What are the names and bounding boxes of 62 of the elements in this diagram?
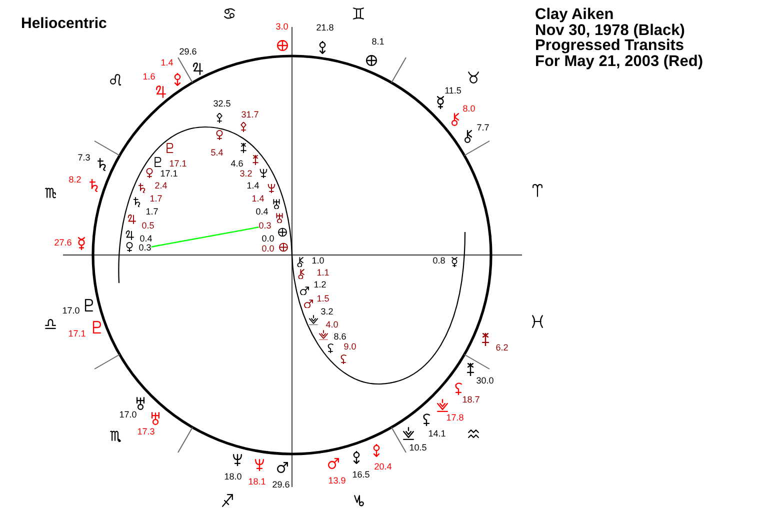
degree-value: 3.2 (240, 170, 252, 178)
degree-value: 10.5 (409, 444, 427, 452)
aspect-line (151, 226, 259, 248)
degree-value: 21.8 (316, 24, 334, 32)
degree-value: 0.3 (138, 244, 152, 252)
degree-value: 17.1 (169, 160, 187, 168)
degree-value: 9.0 (344, 342, 356, 352)
degree-value: 4.6 (230, 160, 244, 168)
degree-value: 1.4 (160, 58, 174, 68)
degree-value: 0.8 (432, 256, 446, 266)
degree-value: 7.3 (78, 154, 90, 162)
degree-value: 17.1 (68, 330, 86, 338)
degree-value: 30.0 (476, 376, 494, 386)
degree-value: 5.4 (210, 148, 224, 158)
degree-value: 1.6 (142, 72, 156, 82)
chart-title: Heliocentric (21, 15, 107, 32)
degree-value: 16.5 (352, 470, 370, 480)
degree-value: 0.5 (142, 222, 154, 230)
degree-value: 3.2 (320, 308, 334, 316)
date-line: Nov 30, 1978 (Black) (535, 22, 685, 38)
degree-value: 0.4 (140, 234, 152, 244)
degree-value: 18.1 (248, 478, 266, 486)
degree-value: 29.6 (179, 48, 197, 56)
degree-value: 1.0 (312, 256, 324, 266)
degree-value: 0.0 (262, 244, 274, 254)
date-line: For May 21, 2003 (Red) (535, 54, 703, 69)
degree-value: 2.4 (154, 182, 168, 190)
degree-value: 31.7 (241, 110, 259, 120)
degree-value: 8.2 (68, 176, 82, 184)
degree-value: 1.5 (316, 294, 330, 304)
degree-value: 17.3 (137, 428, 155, 436)
degree-value: 8.1 (372, 38, 384, 46)
degree-value: 18.7 (462, 396, 480, 404)
degree-value: 0.0 (262, 234, 274, 244)
degree-value: 18.0 (224, 472, 242, 482)
degree-value: 1.4 (246, 182, 260, 190)
degree-value: 7.7 (476, 124, 490, 132)
degree-value: 8.0 (462, 104, 476, 114)
degree-value: 3.0 (276, 22, 288, 32)
degree-value: 27.6 (54, 238, 72, 248)
degree-value: 0.3 (258, 222, 272, 230)
degree-value: 8.6 (334, 332, 346, 342)
degree-value: 20.4 (374, 462, 392, 472)
degree-value: 17.1 (160, 170, 178, 178)
degree-value: 14.1 (428, 430, 446, 438)
degree-value: 32.5 (213, 100, 231, 108)
degree-value: 1.1 (316, 268, 330, 278)
degree-value: 1.2 (314, 280, 326, 290)
degree-value: 0.4 (256, 208, 268, 216)
degree-value: 13.9 (328, 476, 346, 486)
degree-value: 17.0 (62, 306, 80, 316)
degree-value: 1.4 (252, 194, 264, 204)
degree-value: 17.0 (119, 410, 137, 420)
subtitle-line: Progressed Transits (535, 38, 684, 54)
degree-value: 29.6 (272, 480, 290, 490)
degree-value: 1.7 (146, 208, 158, 216)
name-heading: Clay Aiken (535, 7, 614, 22)
degree-value: 4.0 (326, 320, 338, 330)
degree-value: 6.2 (496, 344, 508, 352)
degree-value: 17.8 (446, 414, 464, 422)
degree-value: 11.5 (444, 86, 462, 96)
degree-value: 1.7 (150, 194, 162, 204)
